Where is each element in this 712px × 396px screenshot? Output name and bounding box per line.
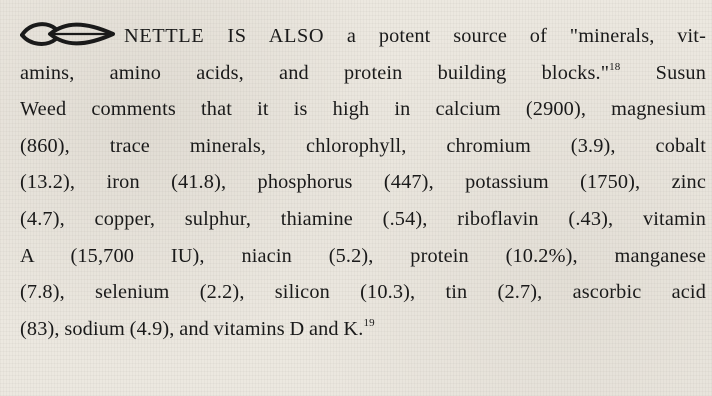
line-1-text: a potent source of "minerals, vit- (324, 25, 706, 47)
paragraph-line-6: (4.7), copper, sulphur, thiamine (.54), … (20, 207, 706, 230)
leaf-ornament-icon (20, 22, 115, 46)
line-9-text: (83), sodium (4.9), and vitamins D and K… (20, 317, 364, 340)
footnote-ref-18: 18 (609, 60, 621, 73)
paragraph-line-7: A (15,700 IU), niacin (5.2), protein (10… (20, 244, 706, 267)
paragraph-line-4: (860), trace minerals, chlorophyll, chro… (20, 134, 706, 157)
paragraph-line-5: (13.2), iron (41.8), phosphorus (447), p… (20, 171, 706, 194)
paragraph-line-8: (7.8), selenium (2.2), silicon (10.3), t… (20, 281, 706, 304)
lead-in-caps: NETTLE IS ALSO (124, 25, 325, 47)
paragraph-line-2: amins, amino acids, and protein building… (20, 55, 706, 92)
line-2-tail: Susun (620, 61, 706, 84)
line-2-text: amins, amino acids, and protein building… (20, 61, 610, 84)
footnote-ref-19: 19 (363, 316, 375, 329)
nettle-paragraph: NETTLE IS ALSO a potent source of "miner… (20, 18, 706, 347)
paragraph-line-9: (83), sodium (4.9), and vitamins D and K… (20, 311, 706, 348)
paragraph-line-1: NETTLE IS ALSO a potent source of "miner… (20, 18, 706, 55)
paragraph-line-3: Weed comments that it is high in calcium… (20, 98, 706, 121)
